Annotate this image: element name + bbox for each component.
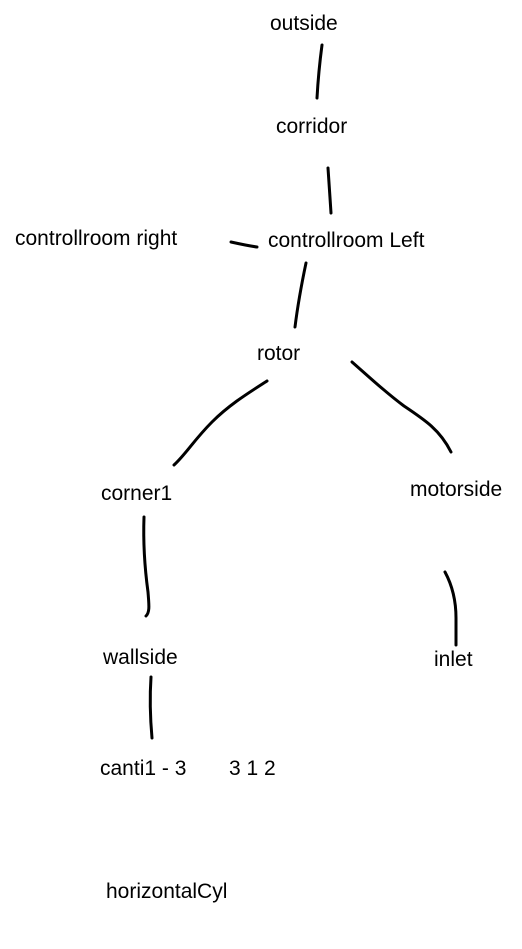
node-horizontalcyl: horizontalCyl xyxy=(106,880,228,903)
node-outside: outside xyxy=(270,12,338,35)
edge-corner1-wallside xyxy=(142,515,151,618)
node-corridor: corridor xyxy=(276,115,348,138)
node-corner1: corner1 xyxy=(101,482,173,505)
edge-wallside-canti xyxy=(148,675,154,740)
node-canti-order: 3 1 2 xyxy=(229,757,276,780)
edge-rotor-motorside xyxy=(350,360,453,454)
edge-controllroom-left-rotor xyxy=(293,261,308,329)
node-inlet: inlet xyxy=(434,648,473,671)
node-canti: canti1 - 3 xyxy=(100,757,187,780)
node-controllroom-right: controllroom right xyxy=(15,227,178,250)
node-motorside: motorside xyxy=(410,478,503,501)
edge-corridor-controllroom-left xyxy=(326,166,333,215)
node-controllroom-left: controllroom Left xyxy=(268,229,425,252)
edge-controllroom-left-right xyxy=(229,240,259,249)
edge-rotor-corner1 xyxy=(172,379,269,467)
node-wallside: wallside xyxy=(103,646,178,669)
edge-motorside-inlet xyxy=(443,570,458,647)
node-rotor: rotor xyxy=(257,342,301,365)
edge-outside-corridor xyxy=(315,43,324,100)
